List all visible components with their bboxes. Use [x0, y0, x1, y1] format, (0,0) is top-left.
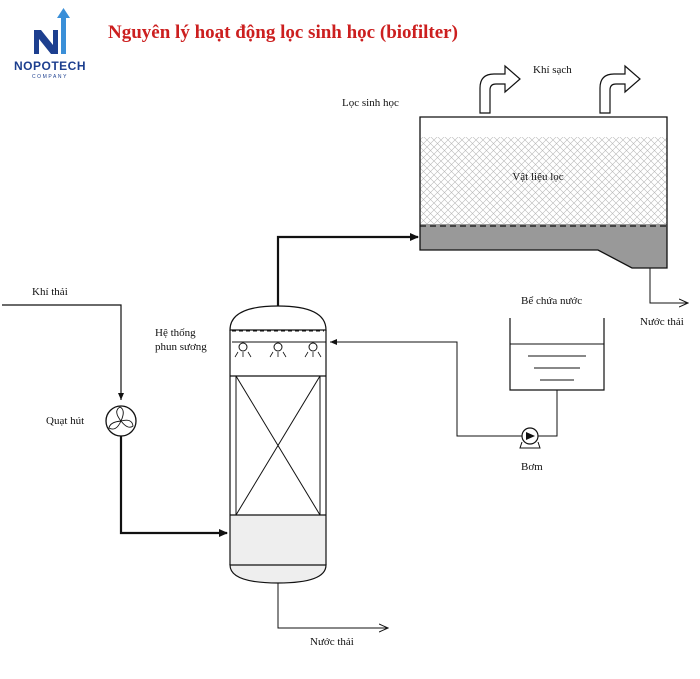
pump-label: Bơm: [521, 461, 543, 473]
column-top-dome: [229, 305, 327, 331]
column-bottom-dome: [229, 564, 327, 584]
biofilter-outline: [419, 116, 668, 269]
logo-subtext: COMPANY: [32, 74, 68, 80]
exhaust-gas-label: Khí thải: [32, 286, 68, 298]
biofilter-label: Lọc sinh học: [342, 97, 399, 109]
biofilter-unit: Vật liệu lọc: [419, 116, 668, 269]
exhaust-inlet-line: [2, 304, 124, 400]
fan-label: Quạt hút: [46, 415, 84, 427]
fan-to-column-duct: [119, 436, 228, 537]
pump-to-spray-line: [330, 339, 522, 437]
tank-to-pump-line: [538, 390, 558, 437]
pump-icon: [519, 427, 541, 449]
fan-icon: [105, 405, 137, 437]
wastewater-label-bottom: Nước thải: [310, 636, 354, 648]
nopotech-logo: NOPOTECH COMPANY: [14, 8, 86, 80]
spray-label-line2: phun sương: [155, 341, 207, 353]
spray-nozzle-icon: [304, 342, 322, 358]
spray-nozzle-icon: [234, 342, 252, 358]
water-tank-label: Bể chứa nước: [521, 295, 582, 307]
column-lower-sump: [230, 515, 326, 565]
scrubber-column: [229, 305, 327, 584]
clean-air-arrow-right: [599, 64, 641, 114]
logo-mark-arrow: [57, 8, 70, 54]
packing-bed: [235, 375, 321, 516]
logo-mark-n: [34, 30, 58, 54]
spray-nozzle-icon: [269, 342, 287, 358]
wastewater-label-top: Nước thải: [640, 316, 684, 328]
filter-media: [420, 137, 667, 224]
duct-to-biofilter: [276, 233, 419, 306]
clean-air-arrow-left: [479, 64, 521, 114]
spray-label-line1: Hệ thống: [155, 327, 196, 339]
biofilter-drain-line: [649, 268, 688, 303]
sludge-zone: [420, 224, 667, 268]
media-label: Vật liệu lọc: [512, 171, 563, 183]
column-drain-line: [277, 583, 388, 628]
clean-air-label: Khí sạch: [533, 64, 572, 76]
diagram-title: Nguyên lý hoạt động lọc sinh học (biofil…: [108, 22, 458, 43]
water-tank: [509, 318, 605, 391]
logo-text: NOPOTECH: [14, 59, 86, 73]
